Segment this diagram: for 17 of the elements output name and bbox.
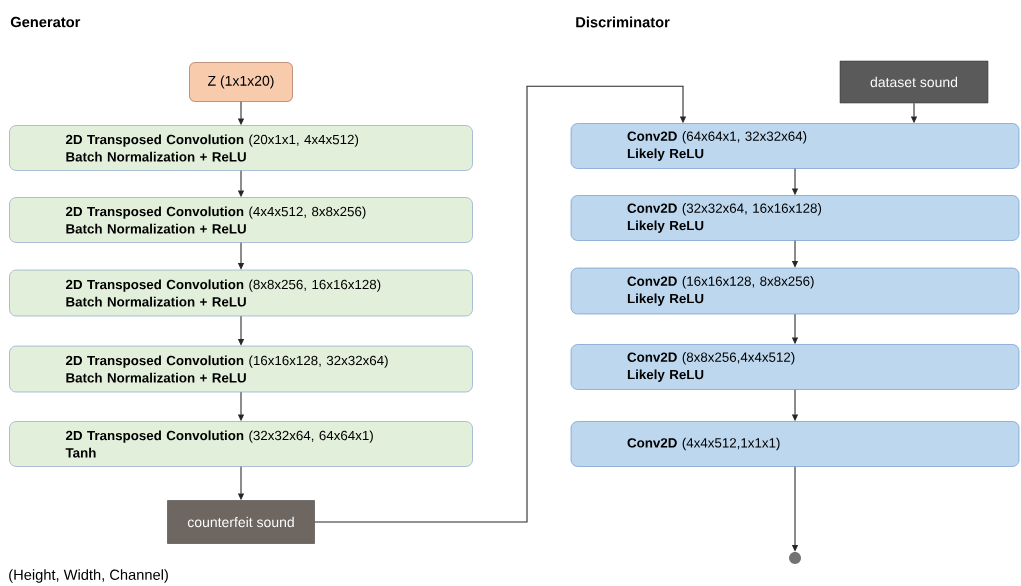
layer-box: 2D Transposed Convolution (32x32x64, 64x64x1) Tanh <box>9 421 473 467</box>
footnote: (Height, Width, Channel) <box>9 569 168 583</box>
layer-box: Conv2D (16x16x128, 8x8x256) Likely ReLU <box>570 267 1020 315</box>
layer-box: Conv2D (32x32x64, 16x16x128) Likely ReLU <box>570 195 1020 241</box>
layer-box: Conv2D (8x8x256,4x4x512) Likely ReLU <box>570 344 1020 390</box>
heading: Discriminator <box>576 16 670 28</box>
arrow <box>314 85 687 523</box>
layer-box: 2D Transposed Convolution (8x8x256, 16x16x128) Batch Normalization + ReLU <box>9 269 473 317</box>
layer-box: 2D Transposed Convolution (20x1x1, 4x4x512) Batch Normalization + ReLU <box>9 125 473 171</box>
layer-box: Conv2D (4x4x512,1x1x1) <box>570 421 1020 467</box>
io-box: Z (1x1x20) <box>189 62 293 102</box>
layer-box: 2D Transposed Convolution (4x4x512, 8x8x256) Batch Normalization + ReLU <box>9 197 473 243</box>
spectrogram-box: dataset sound <box>839 60 989 104</box>
spectrogram-box: counterfeit sound <box>167 500 315 544</box>
layer-box: 2D Transposed Convolution (16x16x128, 32x32x64) Batch Normalization + ReLU <box>9 345 473 393</box>
layer-box: Conv2D (64x64x1, 32x32x64) Likely ReLU <box>570 123 1020 169</box>
heading: Generator <box>10 16 81 28</box>
